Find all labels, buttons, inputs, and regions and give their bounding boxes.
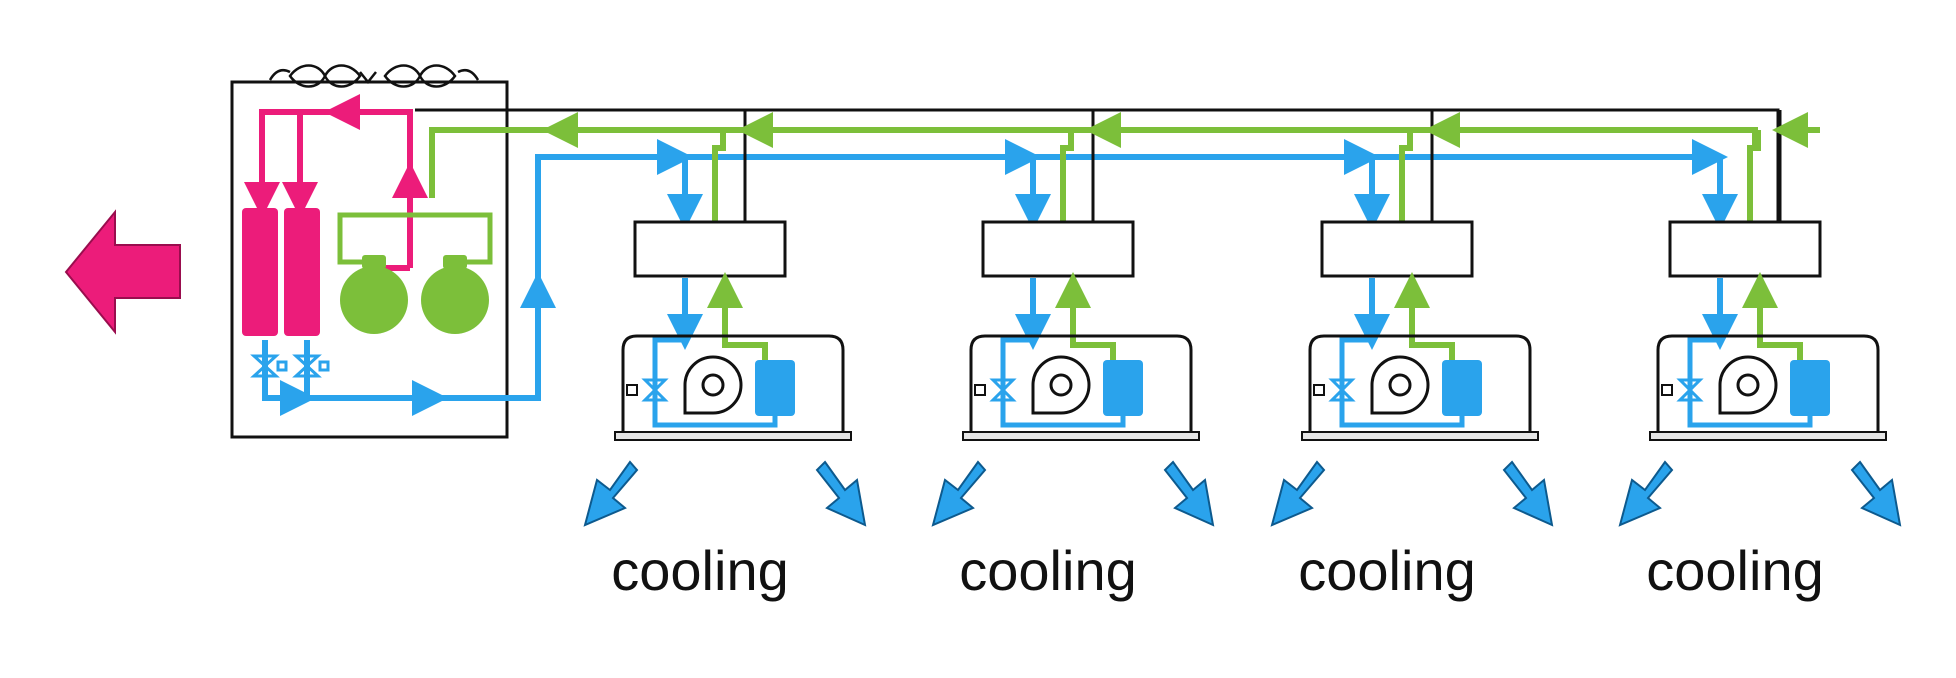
cassette-panel [1301,431,1539,441]
unit-mode-label: cooling [959,539,1136,602]
valve-actuator [974,384,986,396]
indoor-cassette [621,334,845,432]
condenser-fan-icon [268,64,480,88]
suction-rise [1394,272,1455,360]
compressor-icon [340,255,408,334]
expansion-valve-icon [1328,378,1356,402]
fan-icon [1718,355,1778,415]
evaporator-coil-icon [1442,360,1482,416]
outdoor-unit [230,64,510,439]
evaporator-coil-icon [1103,360,1143,416]
branch-controller-box [1668,220,1822,278]
indoor-unit: cooling [931,110,1215,602]
suction-rise [1055,272,1116,360]
airflow-left-icon [1270,460,1326,527]
indoor-units: cooling cooling cooling cooling [583,110,1902,602]
suction-loop [337,212,493,265]
airflow-left-icon [1618,460,1674,527]
suction-branch [1399,130,1413,222]
airflow-right-icon [815,460,867,527]
suction-rise [707,272,768,360]
indoor-unit: cooling [1270,110,1554,602]
unit-mode-label: cooling [1646,539,1823,602]
valve-actuator [1313,384,1325,396]
unit-mode-label: cooling [611,539,788,602]
indoor-unit: cooling [583,110,867,602]
suction-rise [1742,272,1803,360]
condenser-coil-icon [242,208,278,336]
fan-icon [683,355,743,415]
suction-branch [712,130,726,222]
indoor-unit: cooling [1618,110,1902,602]
branch-controller-box [1320,220,1474,278]
cassette-panel [962,431,1200,441]
evaporator-coil-icon [755,360,795,416]
liquid-internal [1687,337,1813,428]
condenser-coil-icon [284,208,320,336]
evaporator-coil-icon [1790,360,1830,416]
liquid-internal [1000,337,1126,428]
valve-actuator [626,384,638,396]
indoor-cassette [1656,334,1880,432]
liquid-internal [652,337,778,428]
airflow-left-icon [931,460,987,527]
branch-controller-box [633,220,787,278]
valve-actuator [1661,384,1673,396]
airflow-right-icon [1502,460,1554,527]
suction-branch [1747,130,1761,222]
indoor-cassette [969,334,1193,432]
compressor-icon [421,255,489,334]
expansion-valve-icon [989,378,1017,402]
airflow-right-icon [1163,460,1215,527]
cassette-panel [1649,431,1887,441]
airflow-left-icon [583,460,639,527]
wiring-trunk [415,108,1780,226]
airflow-right-icon [1850,460,1902,527]
unit-mode-label: cooling [1298,539,1475,602]
suction-branch [1060,130,1074,222]
liquid-internal [1339,337,1465,428]
fan-icon [1370,355,1430,415]
expansion-valve-icon [250,354,330,378]
fan-icon [1031,355,1091,415]
cassette-panel [614,431,852,441]
branch-controller-box [981,220,1135,278]
indoor-cassette [1308,334,1532,432]
expansion-valve-icon [1676,378,1704,402]
expansion-valve-icon [641,378,669,402]
heat-exhaust-arrow-icon [64,209,181,335]
